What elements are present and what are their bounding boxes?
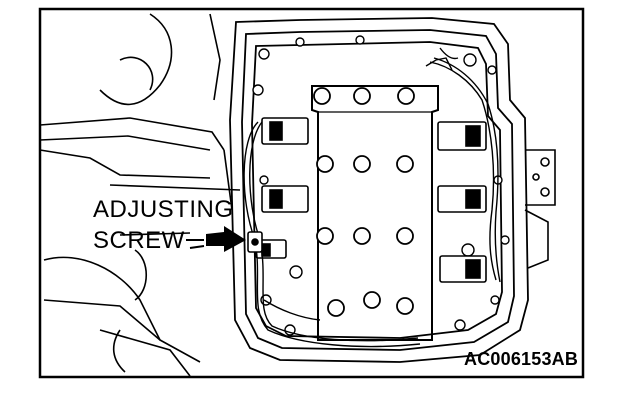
figure-frame — [38, 7, 585, 379]
separator-plate — [311, 85, 439, 341]
pointer-arrow — [186, 226, 246, 252]
side-bracket — [524, 149, 556, 269]
left-solenoids — [255, 117, 309, 259]
adjusting-screw — [247, 231, 263, 253]
callout-label-line1: ADJUSTING — [93, 196, 234, 223]
wiring-harness — [243, 47, 501, 348]
plate-bolts — [313, 87, 415, 317]
callout-label-line2: SCREW — [93, 227, 185, 254]
figure-code: AC006153AB — [464, 349, 579, 369]
transmission-housing — [39, 13, 241, 377]
right-solenoids — [437, 121, 487, 283]
perimeter-bolts — [252, 35, 510, 336]
